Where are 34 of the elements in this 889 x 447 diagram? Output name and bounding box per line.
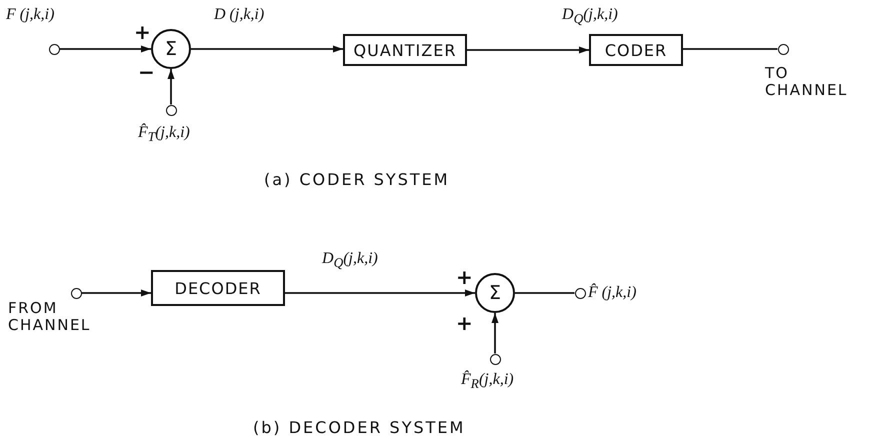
terminal-circle <box>70 288 82 298</box>
arrow <box>82 290 151 296</box>
terminal-circle <box>48 44 60 54</box>
signal-label: F̂$_{R}$(j,k,i) <box>461 371 514 392</box>
sign-label: + <box>456 311 473 335</box>
arrow <box>168 69 174 104</box>
process-box: CODER <box>589 34 683 66</box>
edge-label: D$_{Q}$(j,k,i) <box>322 250 378 272</box>
arrow <box>60 46 151 52</box>
sign-label: + <box>134 20 151 44</box>
signal-label: F̂$_{T}$(j,k,i) <box>138 124 190 146</box>
arrow <box>191 46 343 52</box>
sign-label: + <box>456 265 473 289</box>
terminal-circle <box>490 354 500 364</box>
arrow <box>492 313 498 354</box>
terminal-label: TO CHANNEL <box>765 65 849 99</box>
edge-label: D$_{Q}$(j,k,i) <box>562 6 618 28</box>
caption: (a) CODER SYSTEM <box>264 170 450 189</box>
summing-junction: Σ <box>475 273 515 313</box>
arrow <box>285 290 475 296</box>
terminal-circle <box>778 44 788 54</box>
process-box: DECODER <box>151 270 285 306</box>
connector-line <box>683 48 778 50</box>
caption: (b) DECODER SYSTEM <box>253 418 466 437</box>
signal-label: F (j,k,i) <box>6 6 54 24</box>
connector-line <box>515 292 574 294</box>
signal-label: F̂ (j,k,i) <box>588 284 636 302</box>
process-box: QUANTIZER <box>343 34 467 66</box>
summing-junction: Σ <box>151 29 191 69</box>
arrow <box>467 46 589 54</box>
terminal-circle <box>574 288 586 298</box>
terminal-circle <box>166 104 176 116</box>
edge-label: D (j,k,i) <box>214 6 264 24</box>
terminal-label: FROM CHANNEL <box>8 300 92 334</box>
